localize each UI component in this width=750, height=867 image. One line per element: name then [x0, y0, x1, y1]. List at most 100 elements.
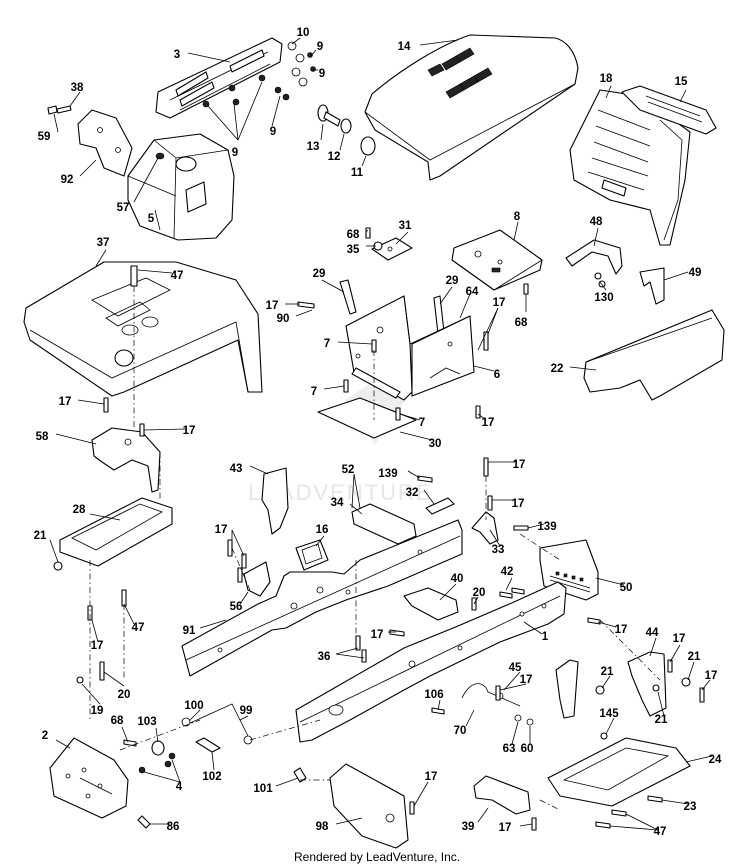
callout-9: 9: [270, 126, 276, 138]
part-lever-99: [181, 703, 253, 753]
callout-38: 38: [71, 82, 84, 94]
part-footrest-left: [59, 497, 173, 567]
part-bracket-92: [77, 109, 133, 177]
callout-16: 16: [316, 524, 329, 536]
part-bracket-31: [371, 237, 413, 261]
callout-17: 17: [215, 524, 228, 536]
alignment-lines: [89, 286, 661, 811]
callout-23: 23: [684, 801, 697, 813]
callout-139: 139: [537, 521, 556, 533]
part-floor-cover: [23, 261, 263, 397]
callout-3: 3: [174, 49, 180, 61]
part-hardware-103: [138, 740, 176, 774]
callout-17: 17: [91, 640, 104, 652]
part-bracket-39: [473, 775, 531, 815]
callout-60: 60: [521, 743, 534, 755]
callout-48: 48: [590, 216, 603, 228]
callout-14: 14: [398, 41, 411, 53]
callout-17: 17: [266, 300, 279, 312]
callout-68: 68: [111, 715, 124, 727]
callout-21: 21: [655, 714, 668, 726]
callout-47: 47: [132, 622, 145, 634]
callout-130: 130: [594, 292, 613, 304]
part-side-panel: [583, 309, 725, 401]
callout-99: 99: [240, 705, 253, 717]
callout-18: 18: [600, 73, 613, 85]
callout-17: 17: [499, 822, 512, 834]
callout-17: 17: [520, 674, 533, 686]
part-plate-43: [261, 467, 289, 535]
callout-49: 49: [689, 267, 702, 279]
callout-52: 52: [342, 464, 355, 476]
part-bracket-33: [471, 511, 499, 545]
callout-103: 103: [137, 716, 156, 728]
part-plate-2: [49, 737, 129, 819]
callout-33: 33: [492, 544, 505, 556]
callout-47: 47: [171, 270, 184, 282]
callout-29: 29: [446, 275, 459, 287]
part-bracket-56: [243, 561, 271, 597]
callout-139: 139: [378, 468, 397, 480]
part-bracket-145: [555, 659, 579, 719]
callout-145: 145: [599, 708, 619, 720]
callout-43: 43: [230, 463, 243, 475]
part-plate-8: [451, 229, 543, 291]
part-footrest-right: [547, 737, 691, 807]
callout-17: 17: [482, 417, 495, 429]
part-fuel-tank: [127, 133, 235, 241]
callout-30: 30: [429, 438, 442, 450]
part-dash-tower: [345, 295, 475, 401]
callout-9: 9: [317, 41, 323, 53]
callout-2: 2: [42, 730, 48, 742]
callout-15: 15: [675, 76, 688, 88]
callout-101: 101: [253, 783, 273, 795]
callout-98: 98: [316, 821, 329, 833]
callout-11: 11: [351, 167, 364, 179]
callout-17: 17: [183, 425, 196, 437]
part-bracket-34: [351, 503, 417, 545]
callout-34: 34: [331, 497, 344, 509]
callout-17: 17: [425, 771, 438, 783]
callout-70: 70: [454, 725, 467, 737]
part-bar-29-left: [339, 279, 357, 315]
callout-29: 29: [313, 268, 326, 280]
part-bracket-32: [425, 497, 455, 515]
callout-57: 57: [117, 202, 130, 214]
part-frame-right: [295, 581, 567, 743]
callout-21: 21: [601, 666, 614, 678]
callout-6: 6: [494, 369, 500, 381]
part-frame-left: [181, 519, 463, 677]
callout-17: 17: [615, 624, 628, 636]
callout-90: 90: [277, 313, 290, 325]
callout-17: 17: [705, 670, 718, 682]
callout-24: 24: [709, 754, 722, 766]
callout-100: 100: [184, 700, 203, 712]
callout-42: 42: [501, 566, 514, 578]
callout-45: 45: [509, 662, 522, 674]
part-dash-panel: [155, 37, 283, 119]
callout-5: 5: [148, 213, 155, 225]
footer-credit: Rendered by LeadVenture, Inc.: [294, 850, 460, 864]
callout-47: 47: [654, 826, 667, 838]
part-screw-59: [47, 105, 72, 115]
part-grille: [569, 89, 691, 246]
callout-17: 17: [59, 396, 72, 408]
callout-106: 106: [424, 689, 443, 701]
callout-58: 58: [36, 431, 49, 443]
callout-86: 86: [167, 821, 180, 833]
callout-22: 22: [551, 363, 564, 375]
callout-31: 31: [399, 220, 412, 232]
callout-21: 21: [34, 530, 47, 542]
callout-20: 20: [118, 689, 131, 701]
callout-64: 64: [466, 286, 479, 298]
callout-63: 63: [503, 743, 516, 755]
part-bracket-40: [403, 587, 459, 621]
part-bracket-58: [91, 427, 161, 493]
part-bracket-98: [329, 763, 409, 849]
callout-68: 68: [515, 317, 528, 329]
part-bracket-44: [627, 651, 667, 717]
callout-68: 68: [347, 229, 360, 241]
callout-1: 1: [542, 631, 549, 643]
leader-lines: [49, 37, 713, 831]
